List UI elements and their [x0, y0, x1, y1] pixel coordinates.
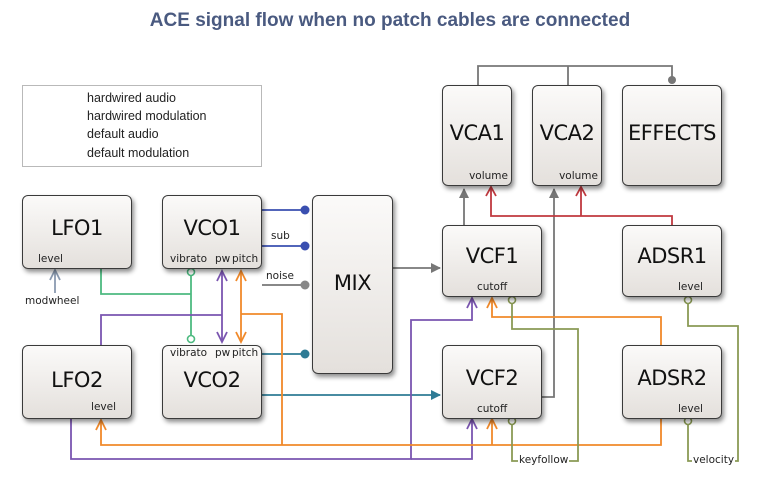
port-pitch: pitch: [232, 253, 259, 265]
port-pw: pw: [215, 253, 231, 265]
module-adsr1[interactable]: ADSR1 level: [622, 225, 722, 297]
module-name: VCO2: [183, 368, 241, 392]
module-name: EFFECTS: [627, 121, 717, 145]
wire-velocity: [687, 303, 739, 462]
diagram-title: ACE signal flow when no patch cables are…: [149, 10, 631, 31]
port-cutoff: cutoff: [477, 281, 508, 293]
port-level: level: [678, 403, 703, 415]
module-vcf1[interactable]: VCF1 cutoff: [442, 225, 542, 297]
legend-label-hardwired-modulation: hardwired modulation: [87, 109, 207, 123]
module-name: VCF1: [465, 244, 519, 268]
module-vcf2[interactable]: VCF2 cutoff: [442, 345, 542, 419]
module-vca2[interactable]: VCA2 volume: [532, 85, 602, 186]
legend: hardwired audio hardwired modulation def…: [22, 85, 262, 167]
port-volume: volume: [469, 170, 508, 182]
module-name: ADSR1: [637, 244, 707, 268]
wire-modwheel-to-lfo1: [49, 267, 61, 293]
port-level: level: [91, 401, 116, 413]
wire-adsr1-to-volume: [485, 185, 673, 225]
module-lfo1[interactable]: LFO1 level: [22, 195, 132, 269]
module-name: VCF2: [465, 366, 519, 390]
wire-vco1-to-mix: [261, 209, 305, 247]
wire-adsr2-mod: [95, 268, 662, 446]
port-vibrato: vibrato: [170, 347, 208, 359]
module-lfo2[interactable]: LFO2 level: [22, 345, 132, 419]
port-vibrato: vibrato: [170, 253, 208, 265]
legend-label-default-audio: default audio: [87, 127, 159, 141]
port-cutoff: cutoff: [477, 403, 508, 415]
wire-label-sub: sub: [270, 230, 291, 242]
port-pitch: pitch: [232, 347, 259, 359]
wire-vcf2-to-vca2: [541, 188, 559, 398]
port-level: level: [38, 253, 63, 265]
wire-lfo1-to-vibrato: [100, 268, 192, 337]
module-vco1[interactable]: VCO1 vibrato pw pitch: [162, 195, 262, 269]
module-name: VCA2: [539, 121, 595, 145]
wire-keyfollow: [511, 303, 579, 462]
wire-label-keyfollow: keyfollow: [518, 454, 570, 466]
module-adsr2[interactable]: ADSR2 level: [622, 345, 722, 419]
module-effects[interactable]: EFFECTS: [622, 85, 722, 186]
legend-label-default-modulation: default modulation: [87, 146, 190, 160]
wire-label-noise: noise: [265, 270, 295, 282]
module-mix[interactable]: MIX: [312, 195, 393, 374]
module-name: LFO1: [51, 216, 103, 240]
module-vco2[interactable]: VCO2 vibrato pw pitch: [162, 345, 262, 419]
module-name: VCA1: [449, 121, 505, 145]
port-volume: volume: [559, 170, 598, 182]
wire-label-modwheel: modwheel: [24, 295, 81, 307]
module-name: LFO2: [51, 368, 103, 392]
wire-vca-to-effects: [477, 65, 673, 85]
wire-label-velocity: velocity: [692, 454, 736, 466]
module-vca1[interactable]: VCA1 volume: [442, 85, 512, 186]
wire-lfo2-mod: [70, 268, 478, 460]
port-level: level: [678, 281, 703, 293]
module-name: ADSR2: [637, 366, 707, 390]
port-pw: pw: [215, 347, 231, 359]
legend-label-hardwired-audio: hardwired audio: [87, 91, 176, 105]
effects-input-dot: [668, 76, 676, 84]
module-name: MIX: [333, 271, 372, 295]
module-name: VCO1: [183, 216, 241, 240]
